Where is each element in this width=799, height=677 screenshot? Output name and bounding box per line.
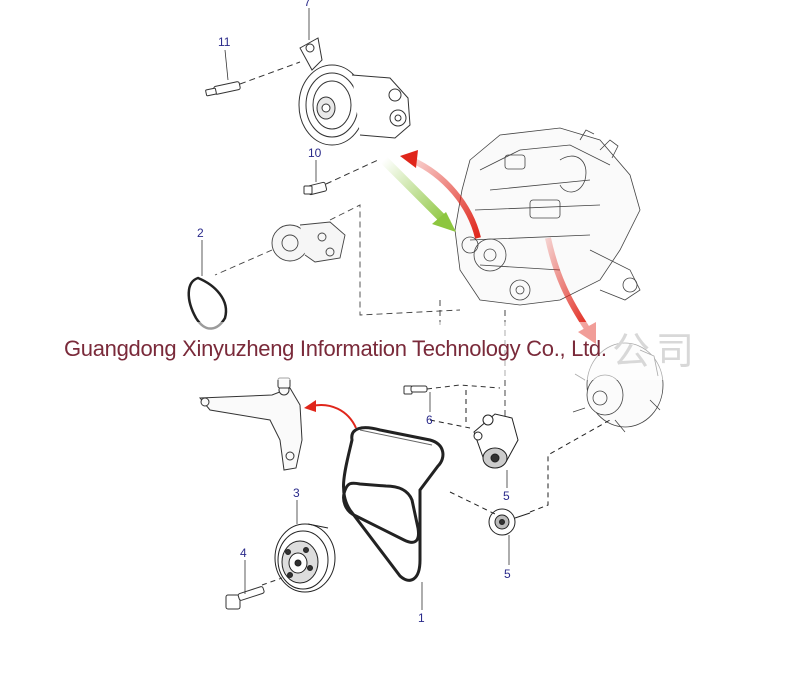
callout-10: 10 <box>308 146 322 160</box>
callout-1: 1 <box>418 611 425 625</box>
bolt-11-drawing <box>205 61 301 97</box>
bolt-7-drawing <box>403 384 501 395</box>
bolt-10-drawing <box>303 159 379 196</box>
red-arrow-to-water-pump <box>400 150 481 239</box>
belt-2-drawing <box>187 276 228 330</box>
idler-pulley-drawing <box>449 419 611 536</box>
green-arrow <box>379 155 456 232</box>
callout-6: 5 <box>503 489 510 503</box>
faint-watermark-chinese: 公司 <box>612 329 701 373</box>
bolt-4-drawing <box>225 577 283 610</box>
callout-2: 2 <box>197 226 204 240</box>
callout-5: 5 <box>504 567 511 581</box>
water-pump-assembly-drawing <box>298 37 411 146</box>
bracket-drawing <box>198 377 303 471</box>
callout-4: 4 <box>240 546 247 560</box>
engine-assembly-drawing <box>454 127 641 306</box>
callout-7: 6 <box>426 413 433 427</box>
serpentine-belt-drawing <box>342 426 445 582</box>
crankshaft-pulley-drawing <box>274 523 336 593</box>
callout-9: 7 <box>304 0 311 9</box>
company-watermark: Guangdong Xinyuzheng Information Technol… <box>64 336 607 361</box>
callout-11: 11 <box>218 35 231 49</box>
watermark-band <box>56 322 746 380</box>
red-arrow-to-bracket <box>304 400 357 429</box>
tensioner-drawing <box>429 390 519 469</box>
water-pump-drawing <box>214 204 461 316</box>
callout-3: 3 <box>293 486 300 500</box>
